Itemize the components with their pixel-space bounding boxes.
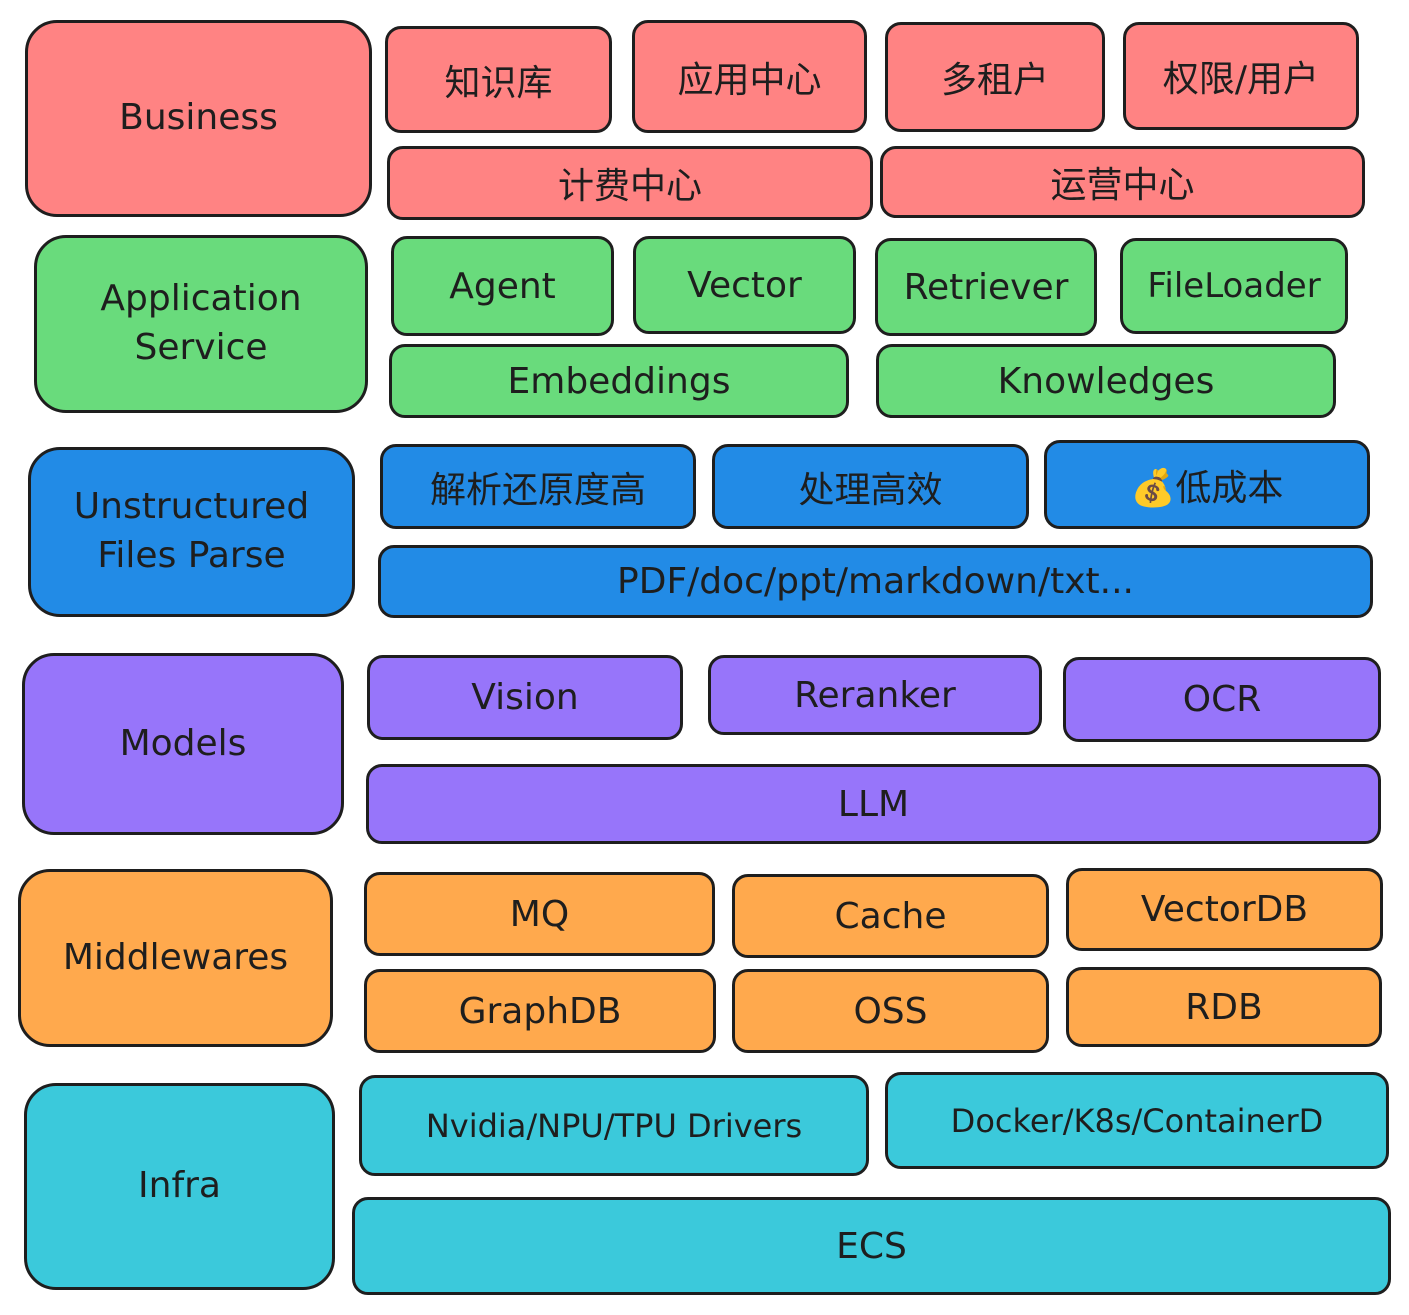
app-fileloader: FileLoader bbox=[1120, 238, 1348, 334]
layer-label-business: Business bbox=[25, 20, 372, 217]
layer-label-parse-line1: Unstructured bbox=[73, 486, 310, 528]
app-knowledges: Knowledges bbox=[876, 344, 1336, 418]
infra-drivers: Nvidia/NPU/TPU Drivers bbox=[359, 1075, 869, 1176]
parse-efficient: 处理高效 bbox=[712, 444, 1029, 529]
business-operation-center: 运营中心 bbox=[880, 146, 1365, 218]
parse-high-fidelity: 解析还原度高 bbox=[380, 444, 696, 529]
layer-label-infra: Infra bbox=[24, 1083, 335, 1290]
layer-label-middlewares: Middlewares bbox=[18, 869, 333, 1047]
model-llm: LLM bbox=[366, 764, 1381, 844]
business-permission-user: 权限/用户 bbox=[1123, 22, 1359, 130]
parse-file-formats: PDF/doc/ppt/markdown/txt... bbox=[378, 545, 1373, 618]
middleware-rdb: RDB bbox=[1066, 967, 1382, 1047]
middleware-graphdb: GraphDB bbox=[364, 969, 716, 1053]
parse-low-cost: 💰低成本 bbox=[1044, 440, 1370, 529]
layer-label-business-text: Business bbox=[119, 97, 278, 139]
model-vision: Vision bbox=[367, 655, 683, 740]
layer-label-parse-line2: Files Parse bbox=[97, 535, 286, 576]
business-billing-center: 计费中心 bbox=[387, 146, 873, 220]
layer-label-application-line2: Service bbox=[134, 327, 268, 368]
app-embeddings: Embeddings bbox=[389, 344, 849, 418]
infra-containers: Docker/K8s/ContainerD bbox=[885, 1072, 1389, 1169]
model-reranker: Reranker bbox=[708, 655, 1042, 735]
middleware-mq: MQ bbox=[364, 872, 715, 956]
app-vector: Vector bbox=[633, 236, 856, 334]
layer-label-models: Models bbox=[22, 653, 344, 835]
middleware-oss: OSS bbox=[732, 969, 1049, 1053]
layer-label-application-line1: Application bbox=[100, 278, 302, 320]
model-ocr: OCR bbox=[1063, 657, 1381, 742]
app-retriever: Retriever bbox=[875, 238, 1097, 336]
business-knowledge-base: 知识库 bbox=[385, 26, 612, 133]
infra-ecs: ECS bbox=[352, 1197, 1391, 1295]
middleware-vectordb: VectorDB bbox=[1066, 868, 1383, 951]
app-agent: Agent bbox=[391, 236, 614, 336]
business-multi-tenant: 多租户 bbox=[885, 22, 1105, 132]
business-app-center: 应用中心 bbox=[632, 20, 867, 133]
layer-label-files-parse: Unstructured Files Parse bbox=[28, 447, 355, 617]
layer-label-application-service: Application Service bbox=[34, 235, 368, 413]
middleware-cache: Cache bbox=[732, 874, 1049, 958]
